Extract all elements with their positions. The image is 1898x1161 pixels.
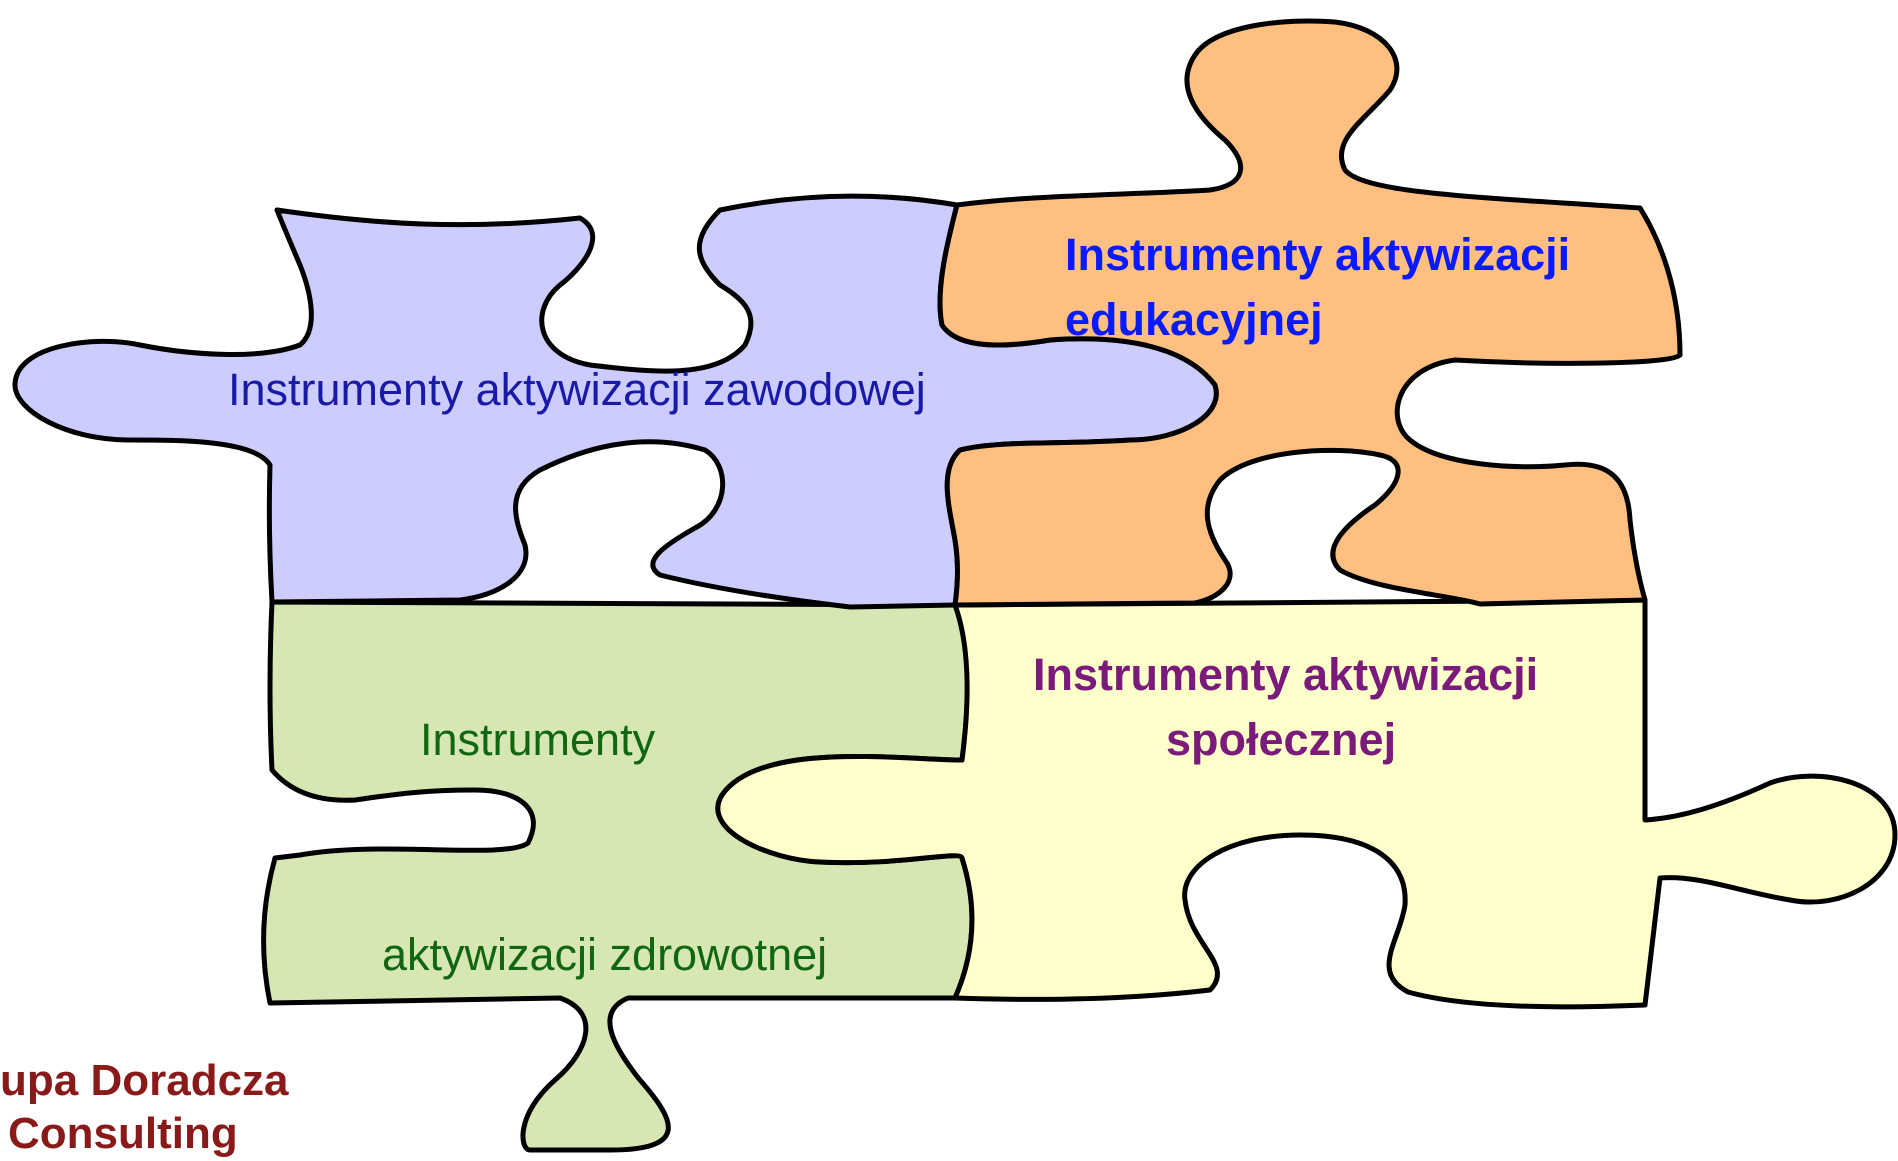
label-zawodowej: Instrumenty aktywizacji zawodowej	[228, 364, 926, 415]
label-zdrowotnej-line2: aktywizacji zdrowotnej	[382, 929, 827, 980]
puzzle-piece-zdrowotnej	[261, 599, 975, 1153]
puzzle-piece-edukacyjnej	[937, 18, 1683, 608]
label-spolecznej-line2: społecznej	[1166, 714, 1396, 765]
label-edukacyjnej-line1: Instrumenty aktywizacji	[1065, 229, 1570, 280]
company-logo-line2: Consulting	[8, 1109, 238, 1158]
company-logo-line1: upa Doradcza	[0, 1056, 289, 1105]
puzzle-piece-spolecznej	[715, 597, 1898, 1010]
label-zdrowotnej-line1: Instrumenty	[420, 714, 656, 765]
label-spolecznej-line1: Instrumenty aktywizacji	[1033, 649, 1538, 700]
label-edukacyjnej-line2: edukacyjnej	[1065, 294, 1323, 345]
